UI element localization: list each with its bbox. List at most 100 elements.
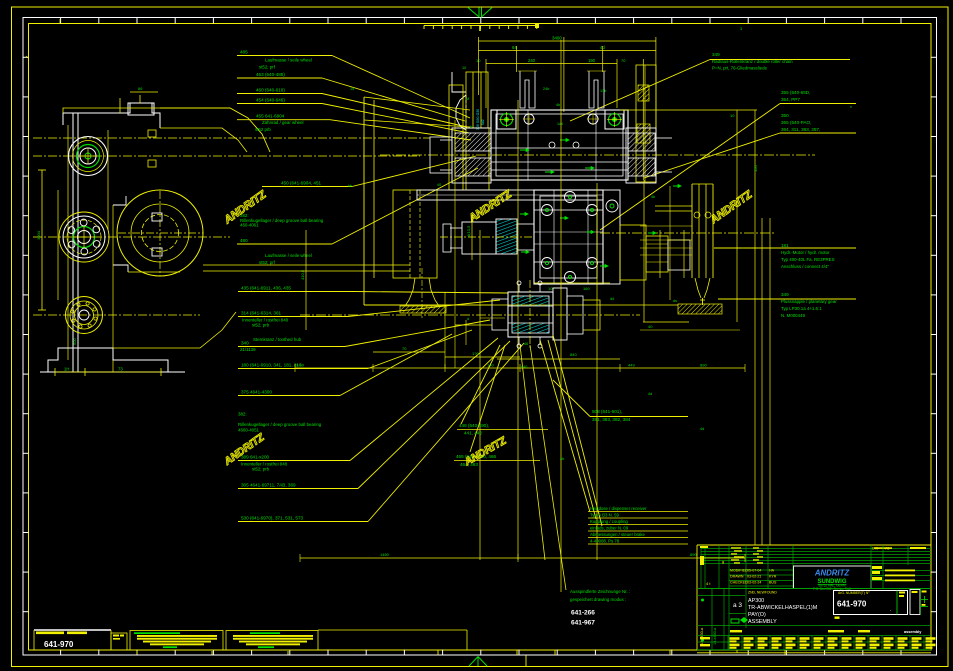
- svg-text:4600-4051: 4600-4051: [238, 428, 260, 433]
- svg-text:st52 prb: st52 prb: [255, 127, 271, 132]
- svg-text:364, 311, 363, 357,: 364, 311, 363, 357,: [781, 127, 820, 132]
- svg-text:389 641-x200: 389 641-x200: [241, 455, 270, 460]
- svg-text:1-40: 1-40: [296, 363, 305, 368]
- svg-text:Abmessungen / steuer brake: Abmessungen / steuer brake: [590, 532, 646, 537]
- svg-text:6d2: 6d2: [481, 119, 485, 125]
- svg-text:HA: HA: [769, 569, 775, 573]
- svg-text:58762 HAL, GERM: 58762 HAL, GERM: [818, 584, 846, 588]
- svg-text:314 (641-6314, 361: 314 (641-6314, 361: [241, 311, 282, 316]
- svg-text:13-x450-a: 13-x450-a: [700, 627, 704, 645]
- svg-text:73: 73: [118, 367, 123, 372]
- svg-text:40: 40: [437, 183, 441, 187]
- svg-text:.: .: [890, 607, 891, 613]
- svg-text:einlads, zuber N. 09: einlads, zuber N. 09: [590, 526, 629, 531]
- svg-text:Rillenkugellager / deep groove: Rillenkugellager / deep groove ball bear…: [240, 218, 324, 223]
- svg-text:70: 70: [621, 58, 626, 63]
- svg-text:240: 240: [528, 58, 536, 63]
- svg-text:Typ-A B3 N. 59: Typ-A B3 N. 59: [590, 513, 620, 518]
- svg-text:355 (640-65D,: 355 (640-65D,: [781, 90, 810, 95]
- svg-text:350: 350: [781, 113, 789, 118]
- svg-text:MODIFIED: MODIFIED: [730, 569, 748, 573]
- svg-text:st52; prb: st52; prb: [252, 467, 270, 472]
- svg-text:460 (640-616): 460 (640-616): [256, 88, 285, 93]
- svg-text:st52; prf: st52; prf: [259, 65, 276, 70]
- svg-text:ds: ds: [673, 299, 677, 303]
- svg-text:641-970: 641-970: [44, 640, 74, 649]
- svg-text:03-02-24: 03-02-24: [747, 580, 761, 584]
- svg-text:340: 340: [241, 341, 249, 346]
- svg-text:05-07-04: 05-07-04: [747, 569, 761, 573]
- svg-text:64: 64: [512, 45, 517, 50]
- svg-text:306 G50-G30: 306 G50-G30: [476, 109, 480, 130]
- svg-text:4b: 4b: [560, 457, 564, 461]
- svg-text:890: 890: [700, 363, 707, 368]
- svg-text:1d: 1d: [350, 87, 354, 91]
- svg-text:Anschluss / connect 4/4": Anschluss / connect 4/4": [781, 264, 829, 269]
- svg-text:4 t: 4 t: [706, 581, 711, 586]
- svg-text:10: 10: [462, 66, 466, 70]
- svg-text:P=N, prt, 76-Gliedmassliede: P=N, prt, 76-Gliedmassliede: [712, 66, 768, 71]
- svg-text:4d: 4d: [700, 427, 704, 431]
- svg-text:Laufmasse / seile wheel: Laufmasse / seile wheel: [265, 58, 312, 63]
- svg-text:140: 140: [487, 363, 494, 368]
- svg-text:181: 181: [781, 243, 789, 248]
- svg-text:641-266: 641-266: [571, 610, 595, 617]
- svg-text:46: 46: [524, 342, 528, 346]
- svg-text:480: 480: [240, 238, 248, 243]
- svg-text:465 (641-4200, 466: 465 (641-4200, 466: [456, 454, 497, 459]
- svg-text:g: g: [722, 559, 724, 564]
- svg-text:448 (640-490),: 448 (640-490),: [459, 423, 489, 428]
- svg-text:x: x: [850, 105, 852, 109]
- svg-text:500: 500: [72, 338, 77, 345]
- svg-text:375 4641-4300: 375 4641-4300: [241, 390, 272, 395]
- svg-text:Typ LP30.1a 4+1.6:1: Typ LP30.1a 4+1.6:1: [781, 306, 822, 311]
- svg-text:13-x450-a: 13-x450-a: [713, 627, 717, 645]
- svg-text:KYR: KYR: [769, 575, 777, 579]
- svg-text:641-970: 641-970: [837, 600, 867, 609]
- svg-text:349: 349: [712, 52, 720, 57]
- svg-text:485: 485: [240, 50, 248, 55]
- svg-text:180 (641-6910, 341, 181, 315: 180 (641-6910, 341, 181, 315: [241, 363, 302, 368]
- svg-text:st52; prb: st52; prb: [252, 323, 270, 328]
- svg-text:4b: 4b: [651, 195, 655, 199]
- svg-text:Kupplung / coupling: Kupplung / coupling: [590, 519, 628, 524]
- svg-text:Hydr.-Motor / hydr. motor: Hydr.-Motor / hydr. motor: [781, 250, 830, 255]
- svg-text:3: 3: [740, 27, 742, 31]
- svg-text:ArG. NUMBER(T) N°: ArG. NUMBER(T) N°: [838, 591, 870, 595]
- svg-text:Sternkranz / toothed hub: Sternkranz / toothed hub: [253, 337, 302, 342]
- svg-text:1?0: 1?0: [472, 351, 479, 356]
- svg-text:d4: d4: [610, 297, 614, 301]
- svg-text:1460: 1460: [380, 552, 390, 557]
- svg-text:d: d: [467, 317, 469, 321]
- svg-text:150: 150: [588, 58, 596, 63]
- svg-text:435 (641-6911, 436, 435: 435 (641-6911, 436, 435: [241, 286, 291, 291]
- svg-text:A1: A1: [885, 547, 889, 551]
- svg-text:SUNDWIG: SUNDWIG: [818, 579, 847, 585]
- svg-text:BUS: BUS: [769, 580, 777, 584]
- svg-text:454 (640-646): 454 (640-646): [256, 98, 285, 103]
- svg-text:354, PP7: 354, PP7: [781, 97, 800, 102]
- svg-text:ANDRITZ: ANDRITZ: [707, 188, 755, 227]
- svg-text:03-02-21: 03-02-21: [747, 575, 761, 579]
- svg-text:410,5: 410,5: [300, 269, 305, 280]
- svg-text:365 (640-PAO,: 365 (640-PAO,: [781, 120, 811, 125]
- svg-text:382:: 382:: [240, 213, 249, 218]
- svg-text:Typ 400-40L Fa. RE3PRES: Typ 400-40L Fa. RE3PRES: [781, 257, 835, 262]
- svg-text:641-967: 641-967: [571, 620, 595, 627]
- svg-text:40: 40: [648, 324, 653, 329]
- svg-text:M: M: [466, 97, 469, 101]
- svg-text:381, 383, 382, 384: 381, 383, 382, 384: [592, 417, 631, 422]
- svg-text:463 (640-485): 463 (640-485): [256, 72, 285, 77]
- svg-text:441, 442: 441, 442: [464, 431, 482, 436]
- svg-text:13b: 13b: [600, 89, 606, 93]
- svg-text:ASSEMBLY: ASSEMBLY: [748, 619, 777, 625]
- svg-text:Plussnapple / planetary gear: Plussnapple / planetary gear: [781, 299, 837, 304]
- svg-text:890: 890: [690, 552, 697, 557]
- svg-text:1H: 1H: [64, 367, 69, 372]
- svg-text:4(10,5: 4(10,5: [466, 225, 471, 237]
- svg-text:DIN: DIN: [872, 547, 879, 551]
- svg-text:b40: b40: [521, 365, 527, 369]
- svg-text:10: 10: [730, 113, 735, 118]
- svg-text:ANDRITZ: ANDRITZ: [814, 569, 849, 578]
- svg-text:CHECKED: CHECKED: [730, 580, 748, 584]
